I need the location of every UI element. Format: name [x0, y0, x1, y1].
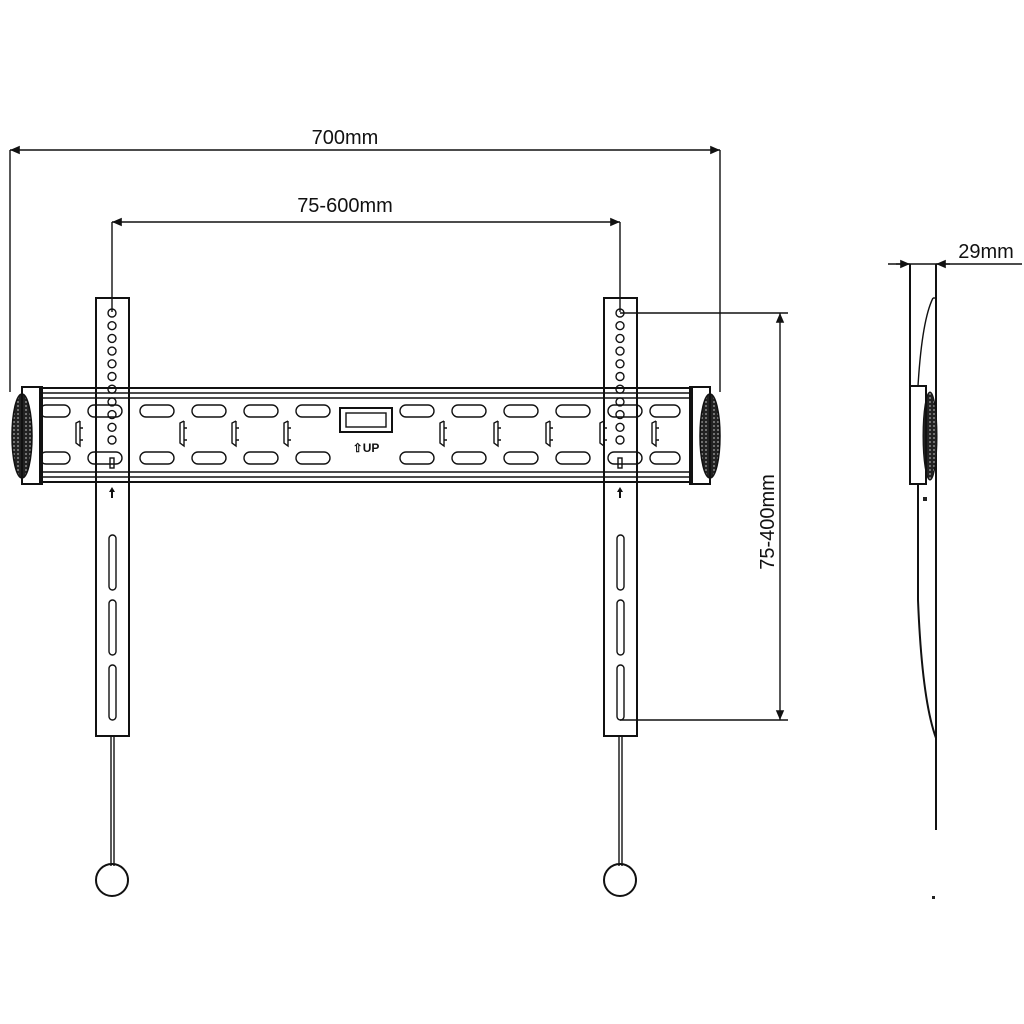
mounting-slot — [87, 451, 123, 465]
vesa-hole — [615, 397, 625, 407]
mounting-slot — [191, 451, 227, 465]
hook-cutout — [545, 420, 553, 448]
overall-width-label: 700mm — [312, 127, 379, 149]
right-vertical-plate — [603, 297, 638, 897]
mounting-slot — [295, 451, 331, 465]
vesa-hole — [615, 321, 625, 331]
right-end-cap — [689, 386, 721, 485]
arrow-up-icon — [109, 487, 115, 498]
horizontal-vesa-dimension: 75-600mm — [111, 195, 621, 312]
hook-cutout — [651, 420, 659, 448]
small-slot — [617, 457, 623, 469]
pull-cord-ring[interactable] — [95, 863, 129, 897]
hook-cutout — [75, 420, 83, 448]
vesa-hole — [107, 409, 117, 420]
vertical-slot — [108, 599, 117, 656]
vertical-slot — [108, 534, 117, 591]
mounting-slot — [451, 451, 487, 465]
vertical-vesa-dimension: 75-400mm — [620, 312, 788, 721]
vesa-hole — [107, 384, 117, 394]
mounting-slot — [649, 451, 681, 465]
mounting-slot — [607, 451, 643, 465]
horizontal-rail: ⇧UP — [39, 387, 693, 483]
vesa-hole — [107, 359, 117, 369]
vesa-hole — [107, 371, 117, 382]
vesa-hole — [615, 359, 625, 369]
vesa-hole — [107, 397, 117, 407]
vesa-hole — [107, 333, 117, 344]
vesa-hole — [107, 321, 117, 331]
vesa-hole — [107, 308, 117, 318]
mounting-slot — [399, 404, 435, 418]
vesa-hole — [615, 346, 625, 356]
vesa-hole — [615, 435, 625, 445]
hook-cutout — [231, 420, 239, 448]
mounting-slot — [243, 404, 279, 418]
mounting-slot — [649, 404, 681, 418]
mounting-slot — [139, 451, 175, 465]
up-indicator: ⇧UP — [339, 407, 393, 455]
vesa-hole — [107, 422, 117, 432]
vesa-hole — [615, 409, 625, 420]
mounting-slot — [399, 451, 435, 465]
arrow-up-icon — [617, 487, 623, 498]
mounting-slot — [555, 451, 591, 465]
mounting-slot — [39, 451, 71, 465]
mounting-slot — [555, 404, 591, 418]
vesa-hole — [615, 422, 625, 432]
vesa-hole — [615, 384, 625, 394]
vesa-hole — [615, 308, 625, 318]
overall-width-dimension: 700mm — [9, 127, 721, 392]
hook-cutout — [493, 420, 501, 448]
small-slot — [109, 457, 115, 469]
mounting-slot — [451, 404, 487, 418]
left-vertical-plate — [95, 297, 130, 897]
vesa-hole — [615, 333, 625, 344]
horizontal-vesa-label: 75-600mm — [297, 195, 393, 217]
mounting-slot — [39, 404, 71, 418]
depth-label: 29mm — [958, 241, 1014, 263]
up-label: ⇧UP — [353, 441, 380, 455]
vertical-slot — [616, 664, 625, 721]
left-end-cap — [11, 386, 43, 485]
side-view: 29mm — [888, 241, 1022, 899]
hook-cutout — [439, 420, 447, 448]
vesa-hole — [107, 346, 117, 356]
mounting-slot — [243, 451, 279, 465]
mounting-slot — [191, 404, 227, 418]
pull-cord-ring[interactable] — [603, 863, 637, 897]
vertical-vesa-label: 75-400mm — [757, 474, 779, 570]
hook-cutout — [283, 420, 291, 448]
hook-cutout — [179, 420, 187, 448]
vesa-hole — [107, 435, 117, 445]
mounting-slot — [503, 404, 539, 418]
vesa-hole — [615, 371, 625, 382]
vertical-slot — [108, 664, 117, 721]
mounting-slot — [139, 404, 175, 418]
vertical-slot — [616, 599, 625, 656]
mounting-slot — [607, 404, 643, 418]
mounting-slot — [295, 404, 331, 418]
mounting-slot — [87, 404, 123, 418]
vertical-slot — [616, 534, 625, 591]
mounting-slot — [503, 451, 539, 465]
